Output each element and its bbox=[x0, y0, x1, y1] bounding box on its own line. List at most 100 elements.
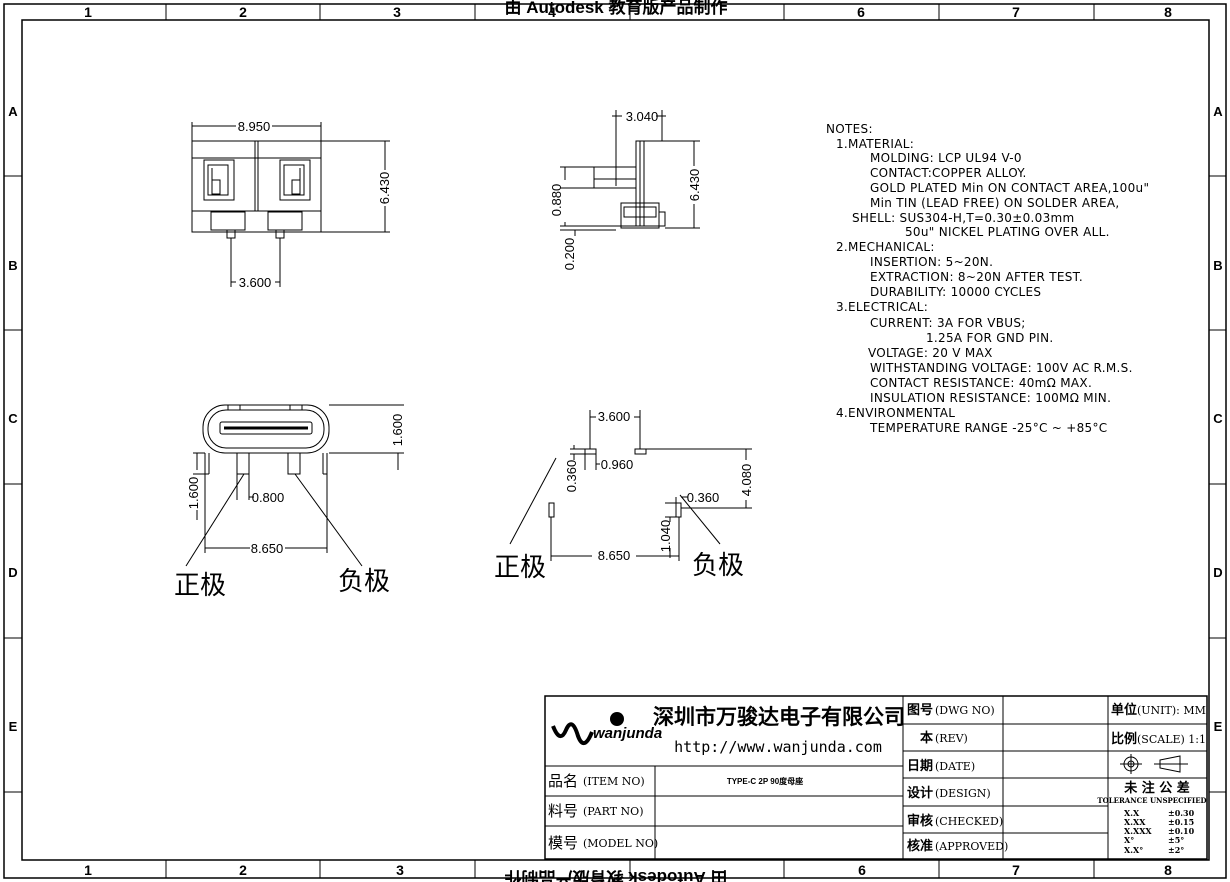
tol-key: X.X° bbox=[1124, 845, 1143, 855]
note-line: INSERTION: 5~20N. bbox=[870, 255, 993, 269]
dwg-no-en: (DWG NO) bbox=[935, 704, 995, 717]
tol-val: ±2° bbox=[1168, 845, 1184, 855]
date-label: 日期 bbox=[907, 759, 933, 774]
label-negative-pcb: 负极 bbox=[692, 551, 744, 581]
col-label-2: 2 bbox=[239, 4, 247, 20]
tol-val: ±0.10 bbox=[1168, 826, 1195, 836]
col-label-8: 8 bbox=[1164, 4, 1172, 20]
checked-en: (CHECKED) bbox=[935, 815, 1003, 828]
date-en: (DATE) bbox=[935, 760, 975, 773]
row-label-b: B bbox=[8, 258, 17, 273]
unit-value: (UNIT): MM bbox=[1137, 704, 1206, 717]
notes-title: NOTES: bbox=[826, 122, 873, 136]
label-positive-pcb: 正极 bbox=[494, 553, 546, 583]
wanjunda-logo: wanjunda bbox=[551, 712, 662, 745]
note-line: 3.ELECTRICAL: bbox=[836, 300, 928, 314]
dim-top-width: 8.950 bbox=[238, 119, 271, 134]
label-positive-front: 正极 bbox=[174, 571, 226, 601]
dim-side-200: 0.200 bbox=[562, 238, 577, 271]
part-no-label: 料号 bbox=[548, 802, 578, 820]
col-label-bottom-6: 6 bbox=[858, 862, 866, 878]
row-label-d-right: D bbox=[1213, 565, 1222, 580]
tolerance-cn: 未 注 公 差 bbox=[1123, 780, 1190, 796]
dim-side-height: 6.430 bbox=[687, 169, 702, 202]
tolerance-en: TOLERANCE UNSPECIFIED bbox=[1097, 796, 1206, 805]
side-view bbox=[560, 110, 700, 236]
col-label-bottom-3: 3 bbox=[396, 862, 404, 878]
col-label-bottom-2: 2 bbox=[239, 862, 247, 878]
dim-pcb-pitch: 3.600 bbox=[598, 409, 631, 424]
tol-key: X.X bbox=[1124, 808, 1140, 818]
rev-en: (REV) bbox=[935, 732, 968, 745]
note-line: 2.MECHANICAL: bbox=[836, 240, 935, 254]
dim-pcb-036b: 0.360 bbox=[687, 490, 720, 505]
tol-val: ±0.15 bbox=[1168, 817, 1194, 827]
dim-pcb-1040: 1.040 bbox=[658, 520, 673, 553]
note-line: CONTACT RESISTANCE: 40mΩ MAX. bbox=[870, 376, 1092, 390]
company-website: http://www.wanjunda.com bbox=[674, 738, 882, 756]
note-line: 1.25A FOR GND PIN. bbox=[926, 331, 1054, 345]
col-label-4: 4 bbox=[548, 4, 556, 20]
col-label-bottom-8: 8 bbox=[1164, 862, 1172, 878]
dim-pcb-span: 8.650 bbox=[598, 548, 631, 563]
dim-side-880: 0.880 bbox=[549, 184, 564, 217]
tol-key: X.XX bbox=[1124, 817, 1146, 827]
dim-front-160: 1.600 bbox=[390, 414, 405, 447]
tolerance-table: X.X ±0.30 X.XX ±0.15 X.XXX ±0.10 X° ±5° … bbox=[1124, 808, 1195, 855]
note-line: DURABILITY: 10000 CYCLES bbox=[870, 285, 1041, 299]
outer-border bbox=[3, 3, 1227, 879]
scale-value: (SCALE) 1:1 bbox=[1137, 733, 1206, 746]
pcb-layout-view bbox=[509, 410, 752, 561]
inner-border bbox=[21, 19, 1210, 861]
row-label-b-right: B bbox=[1213, 258, 1222, 273]
note-line: 4.ENVIRONMENTAL bbox=[836, 406, 955, 420]
dim-top-pitch: 3.600 bbox=[239, 275, 272, 290]
note-line: Min TIN (LEAD FREE) ON SOLDER AREA, bbox=[870, 196, 1120, 210]
notes-block: NOTES: 1.MATERIAL: MOLDING: LCP UL94 V-0… bbox=[826, 122, 1149, 435]
frame-ticks bbox=[4, 4, 1226, 878]
title-block bbox=[544, 695, 1208, 860]
unit-label: 单位 bbox=[1111, 702, 1137, 718]
part-no-en: (PART NO) bbox=[583, 805, 643, 818]
label-negative-front: 负极 bbox=[338, 567, 390, 597]
tol-key: X.XXX bbox=[1124, 826, 1152, 836]
note-line: VOLTAGE: 20 V MAX bbox=[868, 346, 993, 360]
col-label-7: 7 bbox=[1012, 4, 1020, 20]
scale-label: 比例 bbox=[1111, 731, 1137, 747]
note-line: 50u" NICKEL PLATING OVER ALL. bbox=[905, 225, 1110, 239]
col-label-6: 6 bbox=[857, 4, 865, 20]
note-line: GOLD PLATED Min ON CONTACT AREA,100u" bbox=[870, 181, 1149, 195]
top-view bbox=[191, 122, 390, 287]
note-line: MOLDING: LCP UL94 V-0 bbox=[870, 151, 1022, 165]
row-label-d: D bbox=[8, 565, 17, 580]
note-line: EXTRACTION: 8~20N AFTER TEST. bbox=[870, 270, 1083, 284]
dim-top-height: 6.430 bbox=[377, 172, 392, 205]
row-label-e-right: E bbox=[1214, 719, 1223, 734]
note-line: TEMPERATURE RANGE -25°C ~ +85°C bbox=[869, 421, 1107, 435]
dim-front-span: 8.650 bbox=[251, 541, 284, 556]
dim-pcb-096: 0.960 bbox=[601, 457, 634, 472]
note-line: 1.MATERIAL: bbox=[836, 137, 914, 151]
company-name: 深圳市万骏达电子有限公司 bbox=[653, 704, 905, 729]
projection-symbol-icon bbox=[1120, 754, 1188, 774]
logo-dot-icon bbox=[610, 712, 624, 726]
model-no-label: 模号 bbox=[548, 834, 578, 852]
note-line: WITHSTANDING VOLTAGE: 100V AC R.M.S. bbox=[870, 361, 1133, 375]
approved-en: (APPROVED) bbox=[935, 840, 1008, 853]
note-line: INSULATION RESISTANCE: 100MΩ MIN. bbox=[870, 391, 1111, 405]
design-en: (DESIGN) bbox=[935, 787, 991, 800]
model-no-en: (MODEL NO) bbox=[583, 837, 658, 850]
note-line: CONTACT:COPPER ALLOY. bbox=[870, 166, 1027, 180]
dim-side-top: 3.040 bbox=[626, 109, 659, 124]
design-label: 设计 bbox=[907, 785, 933, 801]
item-no-value: TYPE-C 2P 90度母座 bbox=[727, 776, 803, 786]
col-label-bottom-7: 7 bbox=[1012, 862, 1020, 878]
tol-val: ±0.30 bbox=[1168, 808, 1195, 818]
col-label-1: 1 bbox=[84, 4, 92, 20]
row-label-a: A bbox=[8, 104, 18, 119]
front-view bbox=[185, 404, 404, 567]
watermark-top: 由 Autodesk 教育版产品制作 bbox=[505, 0, 728, 17]
logo-text: wanjunda bbox=[593, 725, 662, 742]
row-label-c: C bbox=[8, 411, 18, 426]
